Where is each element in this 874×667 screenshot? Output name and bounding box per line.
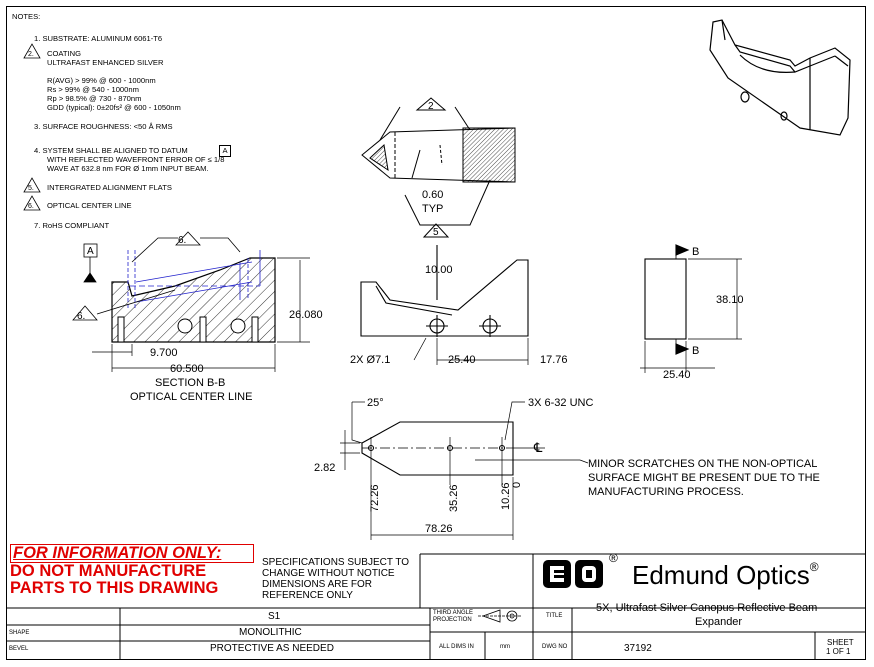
dim-25-40-a: 25.40 (448, 354, 476, 366)
row1-value: S1 (268, 611, 281, 622)
note-2-coating: ULTRAFAST ENHANCED SILVER (47, 58, 164, 67)
projection-l2: PROJECTION (433, 617, 472, 623)
note-5-tag: 5. (28, 185, 34, 192)
note-spec-2: Rs > 99% @ 540 - 1000nm (47, 85, 139, 94)
centerline-symbol: ℄ (533, 440, 543, 455)
dwg-value: 37192 (624, 643, 652, 654)
dim-60-500: 60.500 (170, 363, 204, 375)
angle-25: 25° (367, 397, 384, 409)
top-view (361, 97, 516, 238)
warning-line-1: FOR INFORMATION ONLY: (10, 544, 254, 563)
note-5: INTERGRATED ALIGNMENT FLATS (47, 183, 172, 192)
spec-notice: SPECIFICATIONS SUBJECT TO CHANGE WITHOUT… (262, 557, 409, 601)
section-sublabel: OPTICAL CENTER LINE (130, 391, 252, 403)
title-block-grid (6, 553, 866, 660)
logo-mark (543, 560, 603, 588)
drawing-border (6, 6, 866, 660)
warning-line-2: DO NOT MANUFACTURE (10, 562, 207, 580)
warning-box: FOR INFORMATION ONLY: DO NOT MANUFACTURE… (10, 544, 254, 604)
note-spec-1: R(AVG) > 99% @ 600 - 1000nm (47, 76, 156, 85)
section-b-b: 6. 6. A (72, 231, 310, 372)
company-name-reg: ® (809, 560, 819, 574)
bevel-label: BEVEL (9, 646, 29, 652)
sheet-value: 1 OF 1 (826, 647, 851, 656)
dwg-label: DWG NO (542, 644, 568, 650)
typ-value: 0.60 (422, 189, 443, 201)
spec-line-1: SPECIFICATIONS SUBJECT TO (262, 557, 410, 568)
spec-line-3: DIMENSIONS ARE FOR (262, 579, 373, 590)
title-label: TITLE (546, 613, 563, 619)
tag-6-left-label: 6. (77, 311, 85, 322)
tag-6-label: 6. (178, 235, 186, 246)
shape-label: SHAPE (9, 630, 30, 636)
logo-reg: ® (609, 551, 618, 565)
note-7: 7. RoHS COMPLIANT (34, 221, 110, 230)
typ-label: TYP (422, 203, 443, 215)
dims-value: mm (500, 644, 510, 650)
dim-10-26: 10.26 (500, 482, 512, 510)
tag-5-label: 5 (433, 227, 439, 238)
isometric-view (709, 19, 851, 136)
scratch-note-2: SURFACE MIGHT BE PRESENT DUE TO THE (588, 472, 820, 484)
sheet-label: SHEET (827, 638, 854, 647)
dim-78-26: 78.26 (425, 523, 453, 535)
thread-callout: 3X 6-32 UNC (528, 397, 593, 409)
section-b-bottom: B (692, 345, 699, 357)
dim-26-080: 26.080 (289, 309, 323, 321)
bevel-value: PROTECTIVE AS NEEDED (210, 643, 334, 654)
dim-25-40-b: 25.40 (663, 369, 691, 381)
note-2-tag: 2. (28, 51, 34, 58)
tag-2-label: 2 (428, 101, 434, 112)
dim-10: 10.00 (425, 264, 453, 276)
dim-17-76: 17.76 (540, 354, 568, 366)
company-name-text: Edmund Optics (632, 560, 810, 590)
dim-2-82: 2.82 (314, 462, 335, 474)
note-6-triangle (23, 195, 41, 211)
datum-a-box: A (219, 145, 231, 157)
note-3: 3. SURFACE ROUGHNESS: <50 Å RMS (34, 122, 173, 131)
note-4a: 4. SYSTEM SHALL BE ALIGNED TO DATUM (34, 146, 188, 155)
note-1: 1. SUBSTRATE: ALUMINUM 6061-T6 (34, 34, 163, 43)
projection-l1: THIRD ANGLE (433, 610, 474, 616)
note-2: COATING (47, 49, 82, 58)
note-2-triangle (23, 43, 41, 59)
spec-line-2: CHANGE WITHOUT NOTICE (262, 568, 395, 579)
note-6: OPTICAL CENTER LINE (47, 201, 132, 210)
title-line-2: Expander (695, 616, 743, 628)
dim-0: 0 (511, 482, 523, 488)
title-line-1: 5X, Ultrafast Silver Canopus Reflective … (596, 602, 818, 614)
dim-hole: 2X Ø7.1 (350, 354, 390, 366)
spec-line-4: REFERENCE ONLY (262, 590, 353, 601)
note-spec-3: Rp > 98.5% @ 730 - 870nm (47, 94, 142, 103)
side-view (360, 245, 529, 365)
dim-9-700: 9.700 (150, 347, 178, 359)
note-6-tag: 6. (28, 203, 34, 210)
note-4c: WAVE AT 632.8 nm FOR Ø 1mm INPUT BEAM. (47, 164, 209, 173)
end-view (640, 244, 742, 373)
note-4b: WITH REFLECTED WAVEFRONT ERROR OF ≤ 1/8 (47, 155, 225, 164)
dim-72-26: 72.26 (369, 484, 381, 512)
bottom-view (340, 401, 589, 540)
note-spec-4: GDD (typical): 0±20fs² @ 600 - 1050nm (47, 103, 181, 112)
warning-line-3: PARTS TO THIS DRAWING (10, 579, 219, 597)
section-b-top: B (692, 246, 699, 258)
projection-symbol (478, 609, 522, 623)
scratch-note-3: MANUFACTURING PROCESS. (588, 486, 744, 498)
dim-35-26: 35.26 (448, 484, 460, 512)
scratch-note-1: MINOR SCRATCHES ON THE NON-OPTICAL (588, 458, 817, 470)
company-name: Edmund Optics® (632, 560, 819, 591)
datum-a-label: A (87, 246, 94, 257)
note-5-triangle (23, 177, 41, 193)
dim-38-10: 38.10 (716, 294, 744, 306)
notes-heading: NOTES: (12, 12, 41, 21)
shape-value: MONOLITHIC (239, 627, 302, 638)
section-label: SECTION B-B (155, 377, 225, 389)
dims-label: ALL DIMS IN (439, 644, 474, 650)
